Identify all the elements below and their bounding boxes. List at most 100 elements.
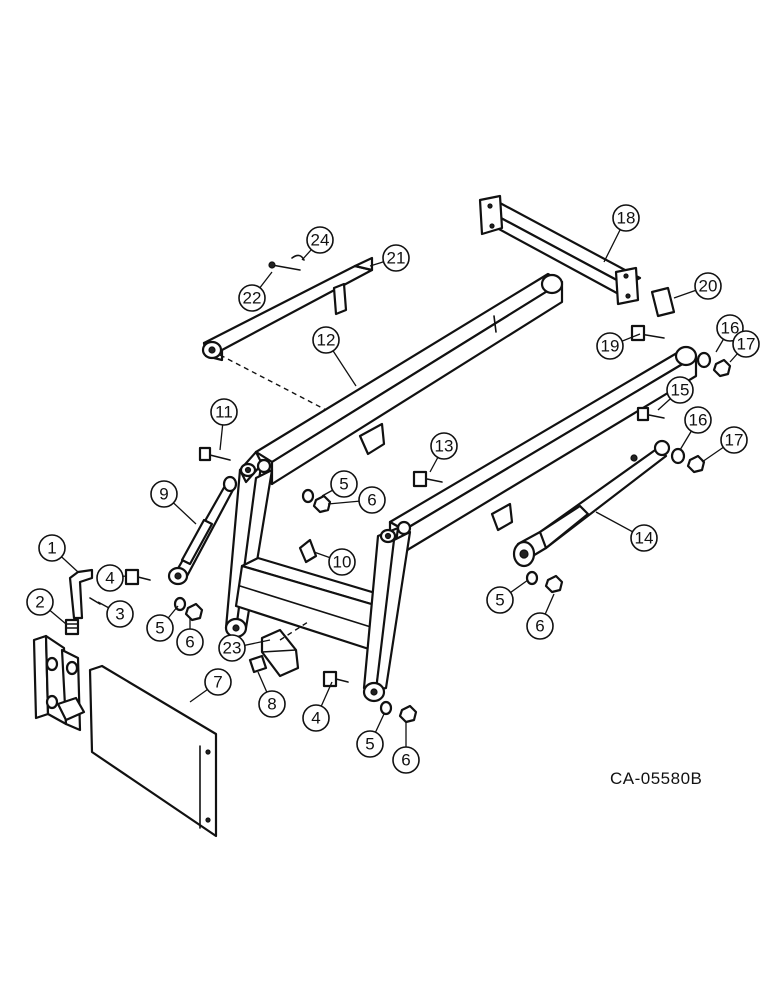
callout-18: 18 — [603, 204, 640, 263]
callout-number: 5 — [339, 475, 348, 494]
callout-2: 2 — [26, 588, 67, 625]
callout-number: 13 — [435, 437, 454, 456]
nut-6-d — [398, 704, 418, 724]
bolt-15 — [636, 406, 665, 422]
nut-6-b — [544, 574, 564, 594]
lever-handle — [68, 568, 94, 620]
pin — [271, 264, 301, 271]
callout-number: 5 — [495, 591, 504, 610]
bolt-11 — [198, 446, 231, 462]
callout-15: 15 — [657, 376, 694, 411]
callout-5: 5 — [146, 605, 179, 642]
arm-brace — [201, 256, 374, 362]
callout-circle — [150, 480, 178, 508]
callout-circle — [596, 332, 624, 360]
callout-number: 8 — [267, 695, 276, 714]
nut-6-c — [184, 602, 204, 622]
callout-number: 16 — [721, 319, 740, 338]
callout-circle — [204, 668, 232, 696]
callout-13: 13 — [429, 432, 458, 473]
callout-6: 6 — [392, 722, 420, 774]
bolt-4-lower — [322, 670, 349, 688]
callout-circle — [526, 612, 554, 640]
callout-circle — [38, 534, 66, 562]
callout-number: 4 — [105, 569, 114, 588]
callout-16: 16 — [679, 406, 712, 451]
callout-4: 4 — [302, 681, 333, 732]
callout-circle — [176, 628, 204, 656]
plug-2 — [64, 618, 80, 636]
callout-number: 10 — [333, 553, 352, 572]
callout-number: 21 — [387, 249, 406, 268]
nut-6-a — [312, 494, 332, 514]
callout-14: 14 — [595, 511, 658, 552]
callout-circle — [330, 470, 358, 498]
callout-6: 6 — [526, 593, 555, 640]
callout-24: 24 — [301, 226, 334, 261]
callout-17: 17 — [729, 330, 760, 363]
callout-17: 17 — [701, 426, 748, 463]
callout-number: 15 — [671, 381, 690, 400]
callout-circle — [146, 614, 174, 642]
left-hydraulic-cylinder — [167, 475, 238, 586]
callout-22: 22 — [238, 271, 273, 312]
bracket-23 — [260, 628, 300, 678]
callout-circle — [720, 426, 748, 454]
callout-circle — [258, 690, 286, 718]
callout-circle — [356, 730, 384, 758]
callout-number: 5 — [155, 619, 164, 638]
callout-circle — [430, 432, 458, 460]
callout-number: 20 — [699, 277, 718, 296]
left-loader-arm — [224, 272, 564, 639]
mounting-bracket — [32, 634, 86, 732]
callout-number: 6 — [401, 751, 410, 770]
washer-5-a — [301, 488, 315, 504]
callout-5: 5 — [486, 579, 529, 614]
cover-plate — [650, 286, 676, 318]
callout-circle — [694, 272, 722, 300]
callout-number: 24 — [311, 231, 330, 250]
callout-9: 9 — [150, 480, 197, 525]
callout-number: 16 — [689, 411, 708, 430]
callout-circle — [106, 600, 134, 628]
bolt-4-upper — [124, 568, 151, 586]
callout-6: 6 — [327, 486, 386, 514]
callout-number: 17 — [737, 335, 756, 354]
callout-circle — [96, 564, 124, 592]
callout-23: 23 — [218, 634, 271, 662]
callout-number: 18 — [617, 209, 636, 228]
callout-number: 7 — [213, 673, 222, 692]
callout-circle — [328, 548, 356, 576]
bracket-10 — [298, 538, 318, 564]
callout-21: 21 — [369, 244, 410, 272]
callout-6: 6 — [176, 618, 204, 656]
callout-4: 4 — [96, 564, 127, 592]
callout-number: 11 — [215, 403, 233, 422]
callout-circle — [612, 204, 640, 232]
callout-8: 8 — [257, 671, 286, 718]
callout-11: 11 — [210, 398, 238, 451]
nut-17-b — [686, 454, 706, 474]
callout-number: 19 — [601, 337, 620, 356]
callout-12: 12 — [312, 326, 357, 387]
washer-5-b — [525, 570, 539, 586]
callout-circle — [312, 326, 340, 354]
washer-16-b — [670, 447, 686, 465]
callout-number: 6 — [535, 617, 544, 636]
callout-circle — [392, 746, 420, 774]
callout-circle — [666, 376, 694, 404]
callout-circle — [218, 634, 246, 662]
bolt-13 — [412, 470, 443, 488]
callout-number: 22 — [243, 289, 262, 308]
callout-number: 9 — [159, 485, 168, 504]
callout-3: 3 — [97, 600, 134, 628]
nut-17-a — [712, 358, 732, 378]
callout-20: 20 — [673, 272, 722, 300]
washer-5-d — [379, 700, 393, 716]
cross-member — [234, 556, 394, 652]
callout-5: 5 — [321, 470, 358, 498]
clip-8 — [248, 654, 268, 674]
callout-circle — [306, 226, 334, 254]
